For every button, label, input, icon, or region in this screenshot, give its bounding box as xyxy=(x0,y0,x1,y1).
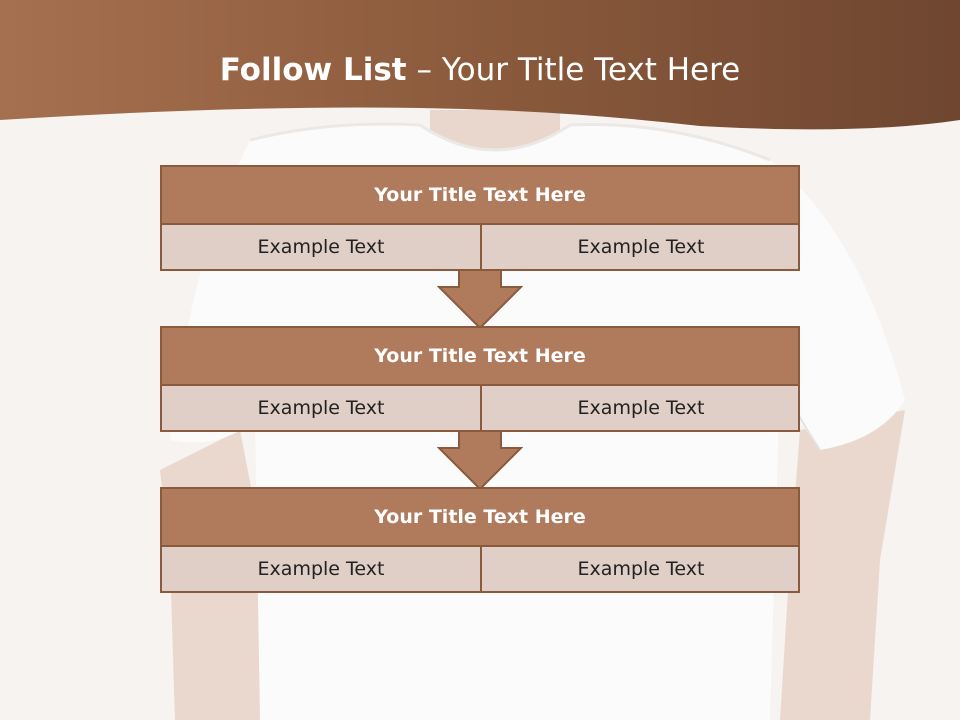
flow-box-left-text: Example Text xyxy=(162,547,482,591)
flow-box-right-text: Example Text xyxy=(577,397,705,419)
flow-box-right-text: Example Text xyxy=(577,558,705,580)
down-arrow-icon xyxy=(437,270,523,330)
flow-box-left-text: Example Text xyxy=(162,225,482,269)
slide-title-bold: Follow List xyxy=(219,52,407,88)
flow-box-1: Your Title Text Here Example Text Exampl… xyxy=(160,165,800,271)
flow-box-title: Your Title Text Here xyxy=(162,167,798,225)
flow-box-title: Your Title Text Here xyxy=(162,489,798,547)
flow-box-title: Your Title Text Here xyxy=(162,328,798,386)
header-band xyxy=(0,0,960,130)
flow-box-3: Your Title Text Here Example Text Exampl… xyxy=(160,487,800,593)
flow-box-left-text: Example Text xyxy=(162,386,482,430)
down-arrow-icon xyxy=(437,431,523,491)
slide-title-rest: – Your Title Text Here xyxy=(406,52,741,88)
flow-box-2: Your Title Text Here Example Text Exampl… xyxy=(160,326,800,432)
slide-title: Follow List – Your Title Text Here xyxy=(0,52,960,88)
flow-box-right-text: Example Text xyxy=(577,236,705,258)
